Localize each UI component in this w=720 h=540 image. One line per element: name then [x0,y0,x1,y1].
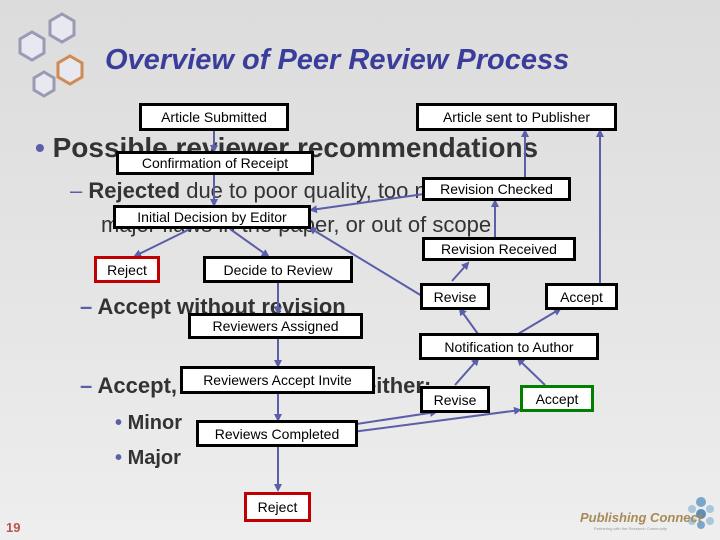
arrow-accept-to-notification [518,359,545,385]
arrow-notification-to-accept [518,309,560,334]
arrow-initial-to-reject [135,229,190,256]
publisher-logo-text: Publishing Connect [580,510,702,525]
notification-box: Notification to Author [419,333,599,360]
reject-box: Reject [94,256,160,283]
reviewers-accept-invite-box: Reviewers Accept Invite [180,366,375,394]
arrow-checked-to-initial [311,194,424,210]
arrow-revise-to-notification [455,359,478,385]
initial-decision-box: Initial Decision by Editor [113,205,311,229]
accept-box-2: Accept [520,385,594,412]
page-number: 19 [6,520,20,535]
reviews-completed-box: Reviews Completed [196,420,358,447]
arrow-initial-to-decide [230,229,268,256]
reviewers-assigned-box: Reviewers Assigned [188,313,363,339]
publisher-tagline: Partnering with the Research Community [594,526,667,531]
accept-box: Accept [545,283,618,310]
revise-box: Revise [420,283,490,310]
revision-checked-box: Revision Checked [422,177,571,201]
decide-to-review-box: Decide to Review [203,256,353,283]
reject-box-2: Reject [244,492,311,522]
arrow-notification-to-revise [460,309,478,334]
revision-received-box: Revision Received [422,237,576,261]
confirmation-box: Confirmation of Receipt [116,151,314,175]
arrow-revise-to-received [452,263,468,281]
revise-box-2: Revise [420,386,490,413]
article-submitted-box: Article Submitted [139,103,289,131]
article-sent-box: Article sent to Publisher [416,103,617,131]
